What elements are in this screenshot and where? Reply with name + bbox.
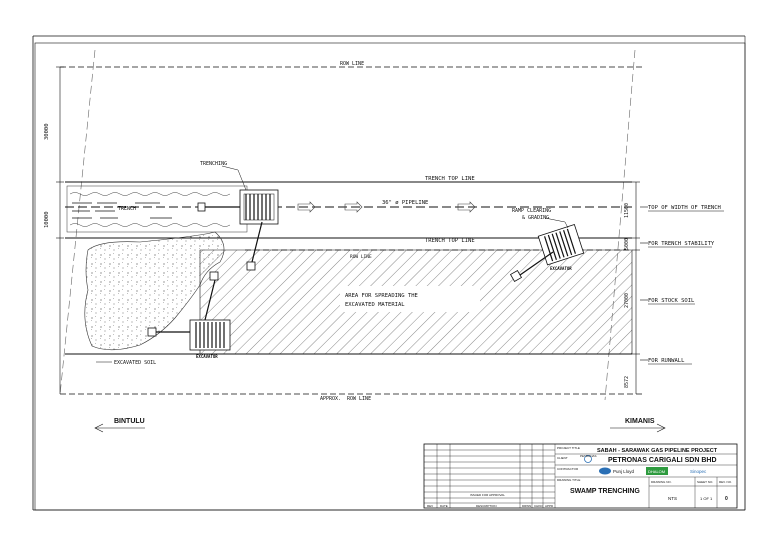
svg-text:DRAWING NO.: DRAWING NO. <box>651 480 672 484</box>
dimension-left <box>56 66 64 394</box>
svg-text:Sinopec: Sinopec <box>690 469 707 474</box>
trench-top-line-1: TRENCH TOP LINE <box>65 176 632 183</box>
ramp-clearing-label: RAMP CLEARING & GRADING <box>512 208 569 229</box>
excavator-icon-top <box>197 189 279 271</box>
dim-10000: 10000 <box>44 211 50 228</box>
trench-section: TRENCH <box>66 185 248 233</box>
dim-5000: 5000 <box>624 238 630 250</box>
svg-text:FOR RUNWALL: FOR RUNWALL <box>648 358 685 364</box>
svg-text:FOR TRENCH STABILITY: FOR TRENCH STABILITY <box>648 241 715 247</box>
svg-text:TRENCH: TRENCH <box>118 206 136 212</box>
svg-text:DHALOM: DHALOM <box>648 469 665 474</box>
callout-runwall: FOR RUNWALL <box>648 358 692 365</box>
pipeline-centreline: 36" ø PIPELINE <box>65 200 632 213</box>
svg-text:DRAWING TITLE: DRAWING TITLE <box>557 478 580 482</box>
svg-text:EXCAVATED MATERIAL: EXCAVATED MATERIAL <box>345 302 405 308</box>
spreading-area: AREA FOR SPREADING THE EXCAVATED MATERIA… <box>199 249 633 355</box>
row-line-bottom: APPROX. ROW LINE <box>60 393 643 402</box>
svg-text:Punj Lloyd: Punj Lloyd <box>613 469 635 474</box>
svg-text:DATE: DATE <box>440 504 448 508</box>
excavated-soil-area: EXCAVATED SOIL <box>84 231 225 366</box>
svg-text:FOR STOCK SOIL: FOR STOCK SOIL <box>648 298 695 304</box>
svg-text:TRENCH TOP LINE: TRENCH TOP LINE <box>425 176 475 182</box>
svg-text:ISSUED FOR APPROVAL: ISSUED FOR APPROVAL <box>470 493 505 497</box>
sheet-border <box>32 35 746 511</box>
callout-stock-soil: FOR STOCK SOIL <box>648 298 695 305</box>
svg-text:APPROX.: APPROX. <box>320 396 341 402</box>
svg-text:APPD: APPD <box>545 504 554 508</box>
svg-text:0: 0 <box>725 496 728 502</box>
svg-text:BINTULU: BINTULU <box>114 418 145 425</box>
svg-text:NTS: NTS <box>668 496 677 501</box>
dhalom-logo-icon <box>646 467 668 475</box>
svg-text:CHKD: CHKD <box>534 504 543 508</box>
petronas-logo-icon <box>584 455 592 463</box>
svg-text:EXCAVATOR: EXCAVATOR <box>550 266 572 271</box>
svg-text:REV: REV <box>427 504 433 508</box>
row-line-top: ROW LINE <box>60 61 643 68</box>
svg-text:REV. NO.: REV. NO. <box>719 480 732 484</box>
svg-text:EXCAVATED SOIL: EXCAVATED SOIL <box>114 360 156 366</box>
svg-text:ROW LINE: ROW LINE <box>340 61 364 67</box>
direction-right: KIMANIS <box>610 418 666 433</box>
callout-top-width: TOP OF WIDTH OF TRENCH <box>648 205 724 212</box>
svg-text:DESCRIPTION: DESCRIPTION <box>476 504 497 508</box>
svg-text:& GRADING: & GRADING <box>522 215 549 221</box>
svg-text:AREA FOR SPREADING THE: AREA FOR SPREADING THE <box>345 293 418 299</box>
svg-text:TRENCHING: TRENCHING <box>200 161 227 167</box>
dim-30000: 30000 <box>44 123 50 140</box>
punj-lloyd-logo-icon <box>599 467 611 475</box>
svg-text:ROW LINE: ROW LINE <box>347 396 371 402</box>
svg-text:PROJECT TITLE: PROJECT TITLE <box>557 446 580 450</box>
svg-text:TRENCH TOP LINE: TRENCH TOP LINE <box>425 238 475 244</box>
trench-top-line-2: TRENCH TOP LINE <box>65 237 632 244</box>
svg-text:PETRONAS CARIGALI SDN BHD: PETRONAS CARIGALI SDN BHD <box>608 457 717 464</box>
title-block: ISSUED FOR APPROVAL REV DATE DESCRIPTION… <box>423 443 738 509</box>
svg-text:SWAMP TRENCHING: SWAMP TRENCHING <box>570 488 640 495</box>
svg-text:36" ø PIPELINE: 36" ø PIPELINE <box>382 200 428 206</box>
dimension-right <box>632 181 648 394</box>
svg-text:1 OF 1: 1 OF 1 <box>700 496 713 501</box>
callout-trench-stability: FOR TRENCH STABILITY <box>648 241 715 248</box>
svg-text:SHEET NO.: SHEET NO. <box>697 480 713 484</box>
dim-11500: 11500 <box>624 203 630 218</box>
svg-text:CONTRACTOR: CONTRACTOR <box>557 467 579 471</box>
svg-text:SABAH - SARAWAK GAS PIPELINE P: SABAH - SARAWAK GAS PIPELINE PROJECT <box>597 448 718 454</box>
svg-text:KIMANIS: KIMANIS <box>625 418 655 425</box>
svg-text:CLIENT: CLIENT <box>557 456 568 460</box>
svg-text:TOP OF WIDTH OF TRENCH: TOP OF WIDTH OF TRENCH <box>648 205 721 211</box>
direction-left: BINTULU <box>94 418 145 433</box>
svg-text:DRWN: DRWN <box>522 504 531 508</box>
excavator-icon-bottom: EXCAVATOR <box>147 271 231 359</box>
svg-text:EXCAVATOR: EXCAVATOR <box>196 354 218 359</box>
svg-text:RAMP CLEARING: RAMP CLEARING <box>512 208 551 214</box>
dim-8572: 8572 <box>624 376 630 388</box>
trenching-label: TRENCHING <box>200 161 247 191</box>
excavator-icon-right: EXCAVATOR <box>509 224 585 283</box>
svg-text:PETRONAS: PETRONAS <box>580 454 597 458</box>
